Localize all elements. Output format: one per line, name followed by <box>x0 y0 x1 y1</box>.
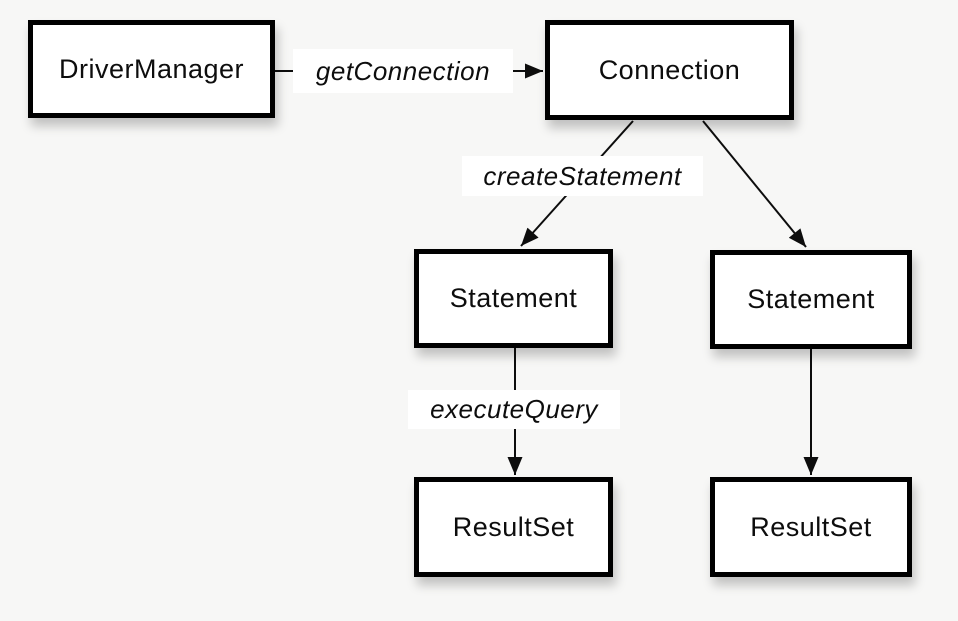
node-connection: Connection <box>545 20 794 120</box>
node-resultset-left: ResultSet <box>414 477 613 577</box>
node-statement-right-label: Statement <box>747 284 875 314</box>
arrow-connection-to-right-statement <box>702 120 807 248</box>
node-resultset-left-label: ResultSet <box>452 511 575 542</box>
edge-label-getconnection: getConnection <box>293 49 513 93</box>
node-drivermanager: DriverManager <box>28 20 275 118</box>
node-resultset-right-label: ResultSet <box>750 511 872 542</box>
node-statement-left: Statement <box>414 249 613 348</box>
edge-label-executequery: executeQuery <box>408 390 620 429</box>
node-resultset-right: ResultSet <box>710 477 912 577</box>
node-drivermanager-label: DriverManager <box>58 53 245 84</box>
node-connection-label: Connection <box>598 54 741 85</box>
node-statement-right: Statement <box>710 250 912 349</box>
node-statement-left-label: Statement <box>449 283 578 313</box>
edge-label-createstatement: createStatement <box>462 156 703 196</box>
